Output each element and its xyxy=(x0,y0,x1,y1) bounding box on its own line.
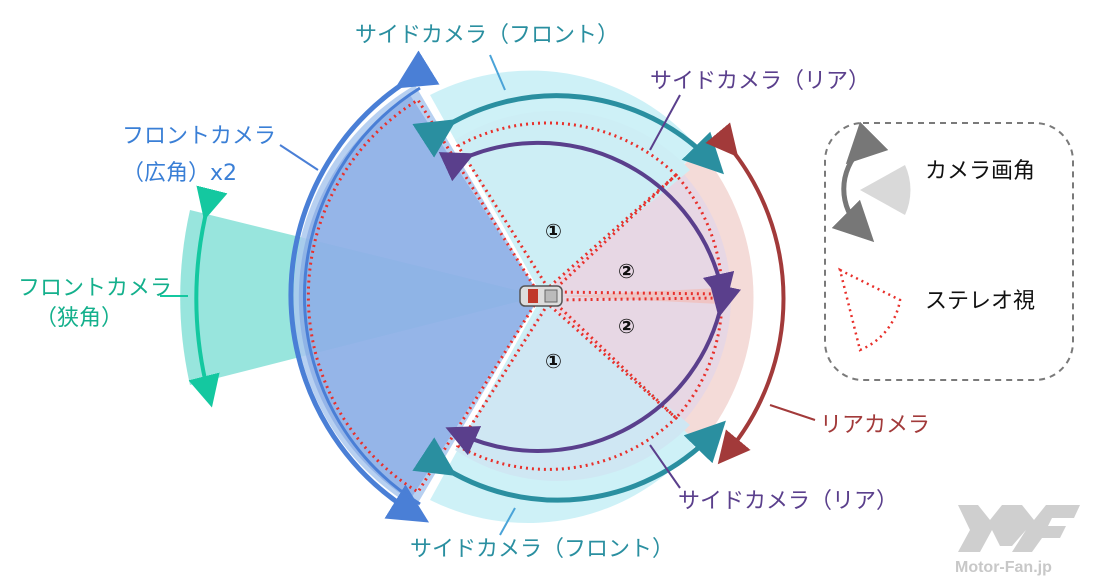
leader-rear xyxy=(769,404,816,421)
leader-front-wide xyxy=(279,144,319,171)
region-2-upper: ② xyxy=(618,259,635,283)
label-rear-camera: リアカメラ xyxy=(820,413,930,438)
leader-side-front-bottom xyxy=(499,507,516,536)
label-side-front-bottom: サイドカメラ（フロント） xyxy=(410,537,674,562)
label-front-narrow-line2: （狭角） xyxy=(35,306,123,331)
legend-stereo-label: ステレオ視 xyxy=(925,289,1035,314)
label-side-rear-top: サイドカメラ（リア） xyxy=(650,69,870,94)
label-side-front-top: サイドカメラ（フロント） xyxy=(355,23,619,48)
vehicle-icon xyxy=(519,285,563,307)
region-1-upper: ① xyxy=(545,219,562,243)
side-front-top-arc xyxy=(412,93,725,175)
label-front-narrow-line1: フロントカメラ xyxy=(18,276,172,301)
front-narrow-arc xyxy=(188,185,228,408)
label-front-wide-line1: フロントカメラ xyxy=(122,124,276,149)
label-side-rear-bottom: サイドカメラ（リア） xyxy=(678,489,898,514)
region-1-lower: ① xyxy=(545,349,562,373)
legend-angle-arrow xyxy=(831,121,889,243)
region-2-lower: ② xyxy=(618,314,635,338)
leader-side-front-top xyxy=(489,54,506,91)
front-wide-arc-2 xyxy=(303,86,421,506)
side-front-bottom-arc xyxy=(412,420,726,503)
watermark-site: Motor-Fan.jp xyxy=(955,559,1052,576)
watermark-logo: Motor-Fan.jp xyxy=(955,505,1080,576)
front-wide-arc-1 xyxy=(288,50,440,523)
leader-side-rear-top xyxy=(649,94,681,151)
leader-side-rear-bottom xyxy=(649,444,681,489)
rear-arc xyxy=(705,122,786,465)
legend-angle-label: カメラ画角 xyxy=(925,159,1035,184)
label-front-wide-line2: （広角）x2 xyxy=(122,161,237,186)
legend-box: カメラ画角 ステレオ視 xyxy=(824,121,1074,381)
